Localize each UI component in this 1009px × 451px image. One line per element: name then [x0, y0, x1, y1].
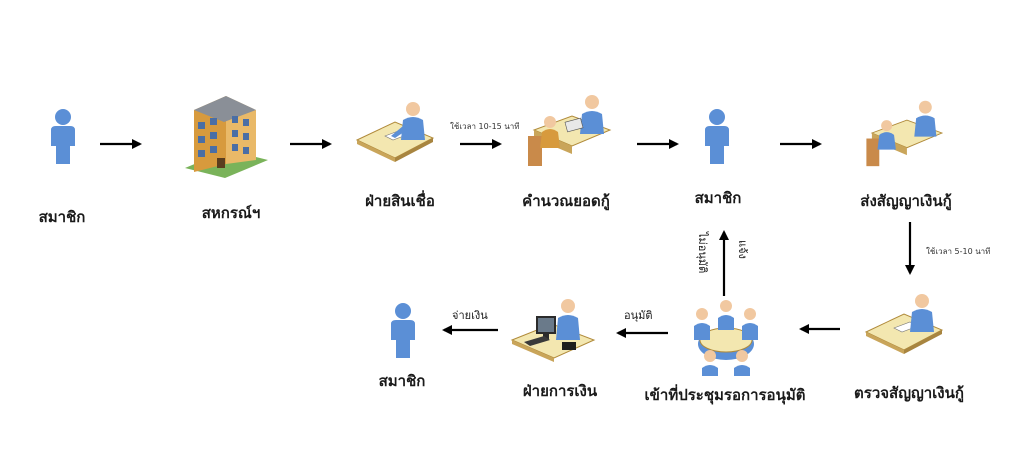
- node-label-credit-dept: ฝ่ายสินเชื่อ: [365, 192, 435, 210]
- consultation-icon: [528, 95, 612, 166]
- node-label-send-contract: ส่งสัญญาเงินกู้: [860, 192, 952, 210]
- time-note-credit: ใช้เวลา 10-15 นาที: [450, 122, 520, 131]
- consultation-icon: [866, 100, 944, 167]
- node-label-member-1: สมาชิก: [38, 208, 86, 226]
- edge-label-notify: แจ้ง: [736, 240, 749, 259]
- node-label-calc-loan: คำนวณยอดกู้: [522, 192, 610, 210]
- computer-workstation-icon: [510, 299, 596, 362]
- node-label-meeting: เข้าที่ประชุมรอการอนุมัติ: [644, 386, 806, 404]
- person-icon: [51, 109, 75, 164]
- meeting-icon: [694, 300, 758, 376]
- edge-label-pay-out: จ่ายเงิน: [452, 309, 488, 322]
- building-icon: [185, 96, 268, 178]
- clerk-at-desk-icon: [355, 102, 435, 162]
- person-icon: [391, 303, 415, 358]
- node-label-finance-dept: ฝ่ายการเงิน: [522, 382, 598, 400]
- edge-label-approved: อนุมัติ: [624, 309, 653, 322]
- edge-label-not-approved: ไม่อนุมัติ: [696, 232, 709, 274]
- time-note-contract: ใช้เวลา 5-10 นาที: [926, 247, 991, 256]
- node-label-member-2: สมาชิก: [694, 189, 742, 207]
- person-icon: [705, 109, 729, 164]
- node-label-cooperative: สหกรณ์ฯ: [201, 204, 261, 222]
- node-label-member-3: สมาชิก: [378, 372, 426, 390]
- clerk-at-desk-icon: [864, 294, 944, 354]
- node-label-check-contract: ตรวจสัญญาเงินกู้: [854, 384, 964, 402]
